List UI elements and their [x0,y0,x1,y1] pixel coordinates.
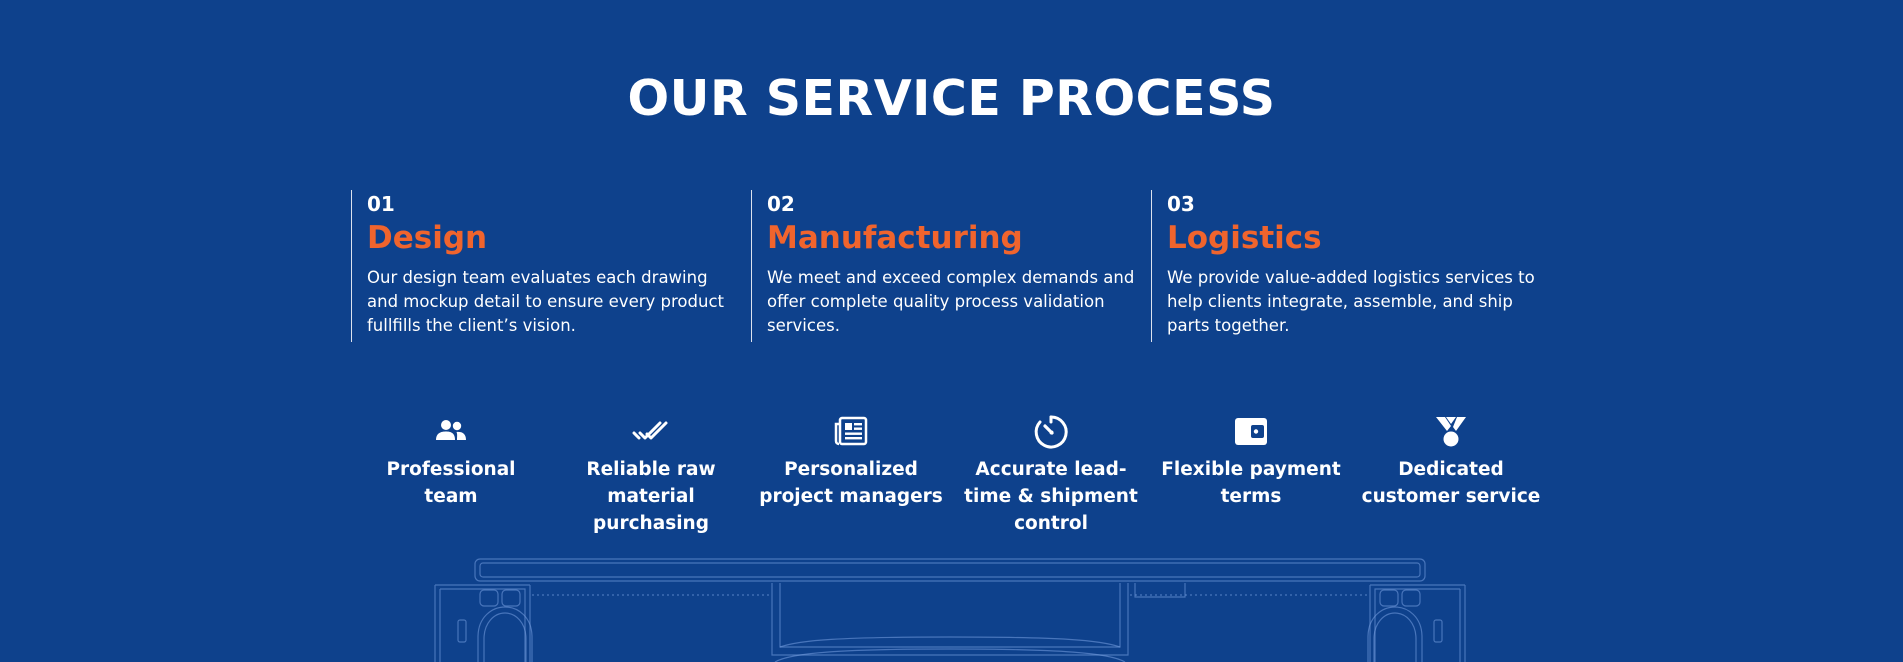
feature-list: Professional team Reliable raw material … [351,412,1551,542]
feature-label: Flexible payment terms [1161,459,1341,507]
people-icon [436,420,466,440]
feature-label: Professional team [386,459,516,507]
feature-label: Dedicated customer service [1361,459,1541,507]
newspaper-icon [834,416,868,446]
step-description: We meet and exceed complex demands and o… [767,268,1135,335]
feature-raw-material: Reliable raw material purchasing [551,412,751,537]
step-title: Manufacturing [767,220,1023,256]
step-number: 01 [367,192,395,216]
step-title: Design [367,220,488,256]
feature-payment-terms: Flexible payment terms [1151,412,1351,510]
process-step-manufacturing: 02 Manufacturing We meet and exceed comp… [751,190,1135,342]
feature-customer-service: Dedicated customer service [1351,412,1551,510]
feature-professional-team: Professional team [351,412,551,510]
double-check-icon [632,421,668,440]
wallet-icon [1235,418,1267,445]
process-steps: 01 Design Our design team evaluates each… [351,190,1551,342]
step-description: Our design team evaluates each drawing a… [367,268,724,335]
step-description: We provide value-added logistics service… [1167,268,1535,335]
step-number: 02 [767,192,795,216]
timer-icon [1034,415,1068,449]
process-step-logistics: 03 Logistics We provide value-added logi… [1151,190,1535,342]
feature-lead-time: Accurate lead-time & shipment control [951,412,1151,537]
feature-label: Personalized project managers [759,459,943,507]
feature-label: Accurate lead-time & shipment control [964,459,1138,534]
section-title: OUR SERVICE PROCESS [627,70,1276,127]
product-blueprint-illustration [434,558,1466,662]
medal-icon [1436,417,1466,447]
step-number: 03 [1167,192,1195,216]
feature-label: Reliable raw material purchasing [586,459,716,534]
process-step-design: 01 Design Our design team evaluates each… [351,190,735,342]
step-title: Logistics [1167,220,1322,256]
feature-project-managers: Personalized project managers [751,412,951,510]
